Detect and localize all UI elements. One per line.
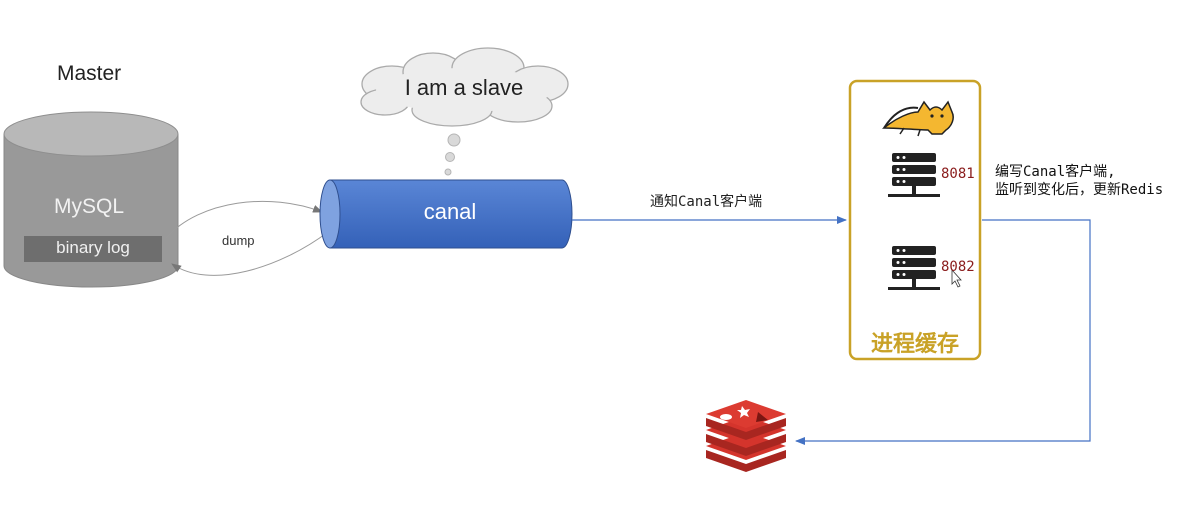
process-cache-label: 进程缓存 bbox=[870, 331, 959, 356]
process-cache-box bbox=[848, 79, 982, 361]
server-icon bbox=[888, 153, 940, 197]
server-port-label: 8082 bbox=[941, 259, 975, 275]
dump-arrow-lower bbox=[171, 231, 329, 276]
canal-label: canal bbox=[423, 199, 477, 224]
mouse-cursor-icon bbox=[951, 268, 962, 288]
binary-log-bar bbox=[24, 236, 162, 262]
mysql-label: MySQL bbox=[53, 195, 124, 218]
server-port-label: 8081 bbox=[941, 166, 975, 182]
canal-cylinder-icon bbox=[319, 179, 573, 249]
master-title: Master bbox=[57, 62, 122, 85]
redis-icon bbox=[706, 400, 786, 472]
tomcat-icon bbox=[881, 100, 954, 137]
binary-log-label: binary log bbox=[56, 238, 130, 257]
dump-label: dump bbox=[222, 233, 255, 248]
cloud-text: I am a slave bbox=[404, 75, 524, 100]
dump-arrow-upper bbox=[165, 200, 323, 239]
client-note-line2: 监听到变化后，更新Redis bbox=[995, 182, 1164, 198]
client-note-line1: 编写Canal客户端, bbox=[995, 164, 1116, 180]
server-icon bbox=[888, 246, 940, 290]
update-redis-arrow bbox=[795, 219, 1091, 445]
notify-label: 通知Canal客户端 bbox=[650, 194, 763, 210]
mysql-database-icon bbox=[3, 111, 179, 288]
thought-cloud bbox=[360, 47, 569, 176]
